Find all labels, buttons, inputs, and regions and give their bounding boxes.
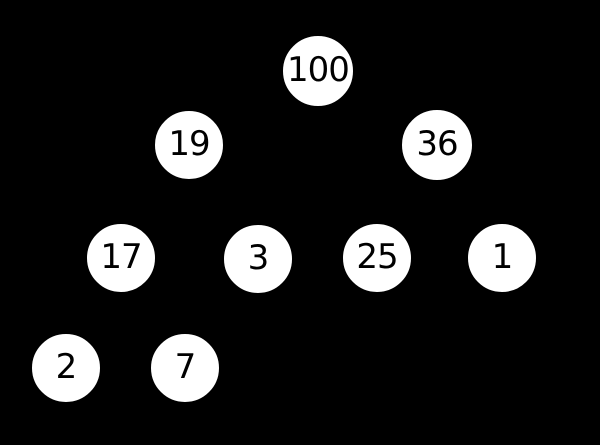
tree-node-1: 1: [467, 223, 537, 293]
tree-node-3: 3: [223, 224, 293, 294]
tree-node-7: 7: [150, 333, 220, 403]
tree-node-label: 19: [168, 124, 210, 164]
tree-node-label: 3: [247, 238, 270, 278]
tree-node-label: 7: [174, 347, 197, 387]
tree-node-2: 2: [31, 333, 101, 403]
tree-node-label: 36: [416, 124, 458, 164]
tree-node-19: 19: [154, 110, 224, 180]
tree-node-17: 17: [86, 223, 156, 293]
tree-node-36: 36: [401, 109, 473, 181]
tree-node-25: 25: [342, 223, 412, 293]
tree-node-label: 17: [100, 237, 142, 277]
tree-node-100: 100: [282, 35, 354, 107]
tree-node-label: 2: [55, 347, 78, 387]
tree-node-label: 1: [491, 237, 514, 277]
tree-node-label: 100: [287, 50, 350, 90]
tree-node-label: 25: [356, 237, 398, 277]
